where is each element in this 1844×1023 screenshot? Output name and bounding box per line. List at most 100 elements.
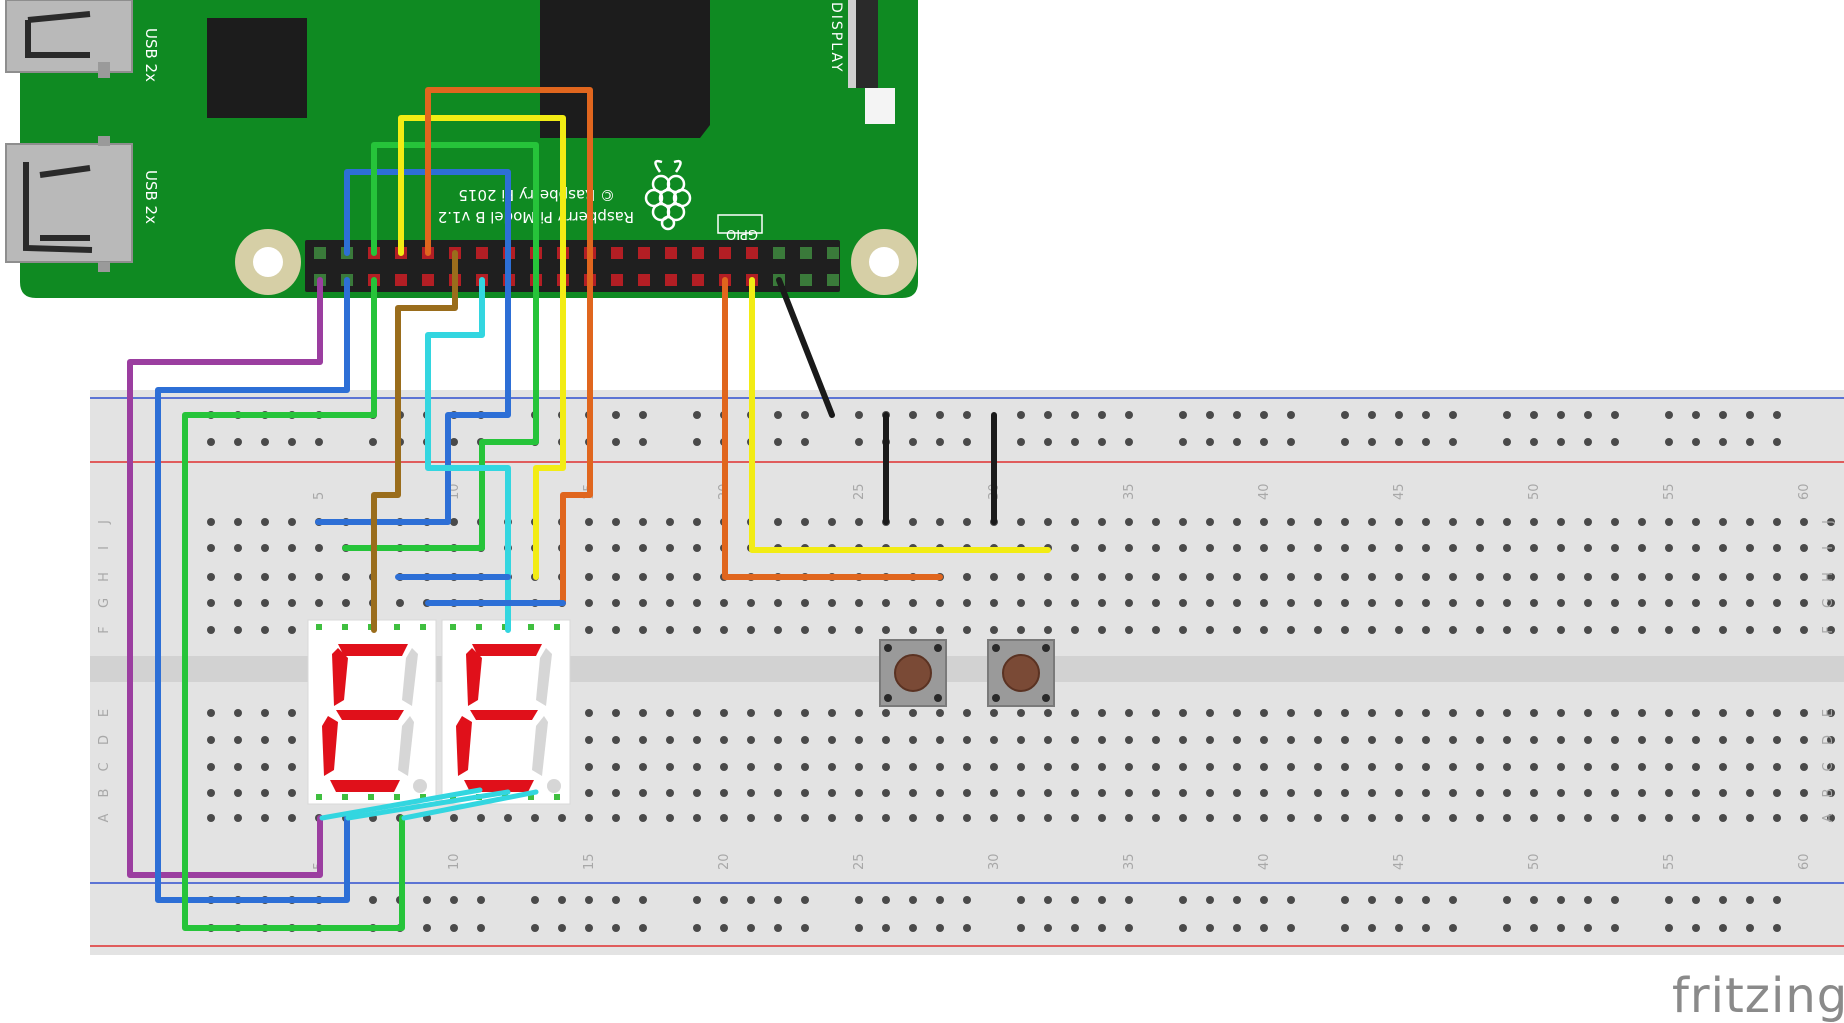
breadboard-hole — [1827, 518, 1835, 526]
breadboard-hole — [963, 709, 971, 717]
breadboard-hole — [936, 789, 944, 797]
push-button-left — [879, 639, 947, 707]
wire-blue-segment-a — [155, 277, 350, 903]
breadboard-hole — [909, 763, 917, 771]
breadboard-hole — [1071, 814, 1079, 822]
breadboard-hole — [990, 573, 998, 581]
segment-e — [456, 716, 472, 776]
breadboard-hole — [747, 763, 755, 771]
breadboard-hole — [612, 789, 620, 797]
breadboard-hole — [234, 599, 242, 607]
breadboard-hole — [234, 789, 242, 797]
breadboard-hole — [1611, 789, 1619, 797]
breadboard-hole — [1449, 814, 1457, 822]
breadboard-hole — [1746, 599, 1754, 607]
breadboard-hole — [1287, 709, 1295, 717]
breadboard-hole — [1206, 789, 1214, 797]
breadboard-hole — [1422, 789, 1430, 797]
breadboard-hole — [1395, 599, 1403, 607]
breadboard-hole — [1611, 814, 1619, 822]
row-letter: F — [97, 626, 112, 633]
breadboard-hole — [1719, 709, 1727, 717]
breadboard-hole — [1476, 709, 1484, 717]
breadboard-hole — [585, 544, 593, 552]
breadboard-hole — [1611, 736, 1619, 744]
breadboard-hole — [1800, 573, 1808, 581]
breadboard-hole — [1503, 544, 1511, 552]
breadboard-hole — [963, 789, 971, 797]
breadboard-hole — [639, 736, 647, 744]
segment-a — [472, 644, 542, 656]
gpio-label: GPIO — [726, 226, 758, 241]
gpio-pin — [800, 274, 812, 286]
breadboard-hole — [1179, 709, 1187, 717]
breadboard-hole — [207, 814, 215, 822]
breadboard-hole — [1179, 763, 1187, 771]
rail-hole — [1503, 438, 1511, 446]
rail-hole — [1179, 411, 1187, 419]
breadboard-hole — [1395, 709, 1403, 717]
breadboard-hole — [1719, 573, 1727, 581]
column-number: 55 — [1662, 483, 1677, 500]
breadboard-hole — [1449, 626, 1457, 634]
breadboard-hole — [612, 626, 620, 634]
rail-hole — [1017, 411, 1025, 419]
rail-hole — [1341, 924, 1349, 932]
rail-hole — [1044, 438, 1052, 446]
breadboard-hole — [477, 814, 485, 822]
rail-hole — [1260, 411, 1268, 419]
breadboard-hole — [1665, 709, 1673, 717]
breadboard-hole — [639, 814, 647, 822]
breadboard-hole — [828, 814, 836, 822]
rail-hole — [1260, 924, 1268, 932]
breadboard-hole — [1449, 544, 1457, 552]
breadboard-hole — [1449, 763, 1457, 771]
breadboard-hole — [693, 626, 701, 634]
breadboard-hole — [801, 709, 809, 717]
breadboard-hole — [1152, 518, 1160, 526]
breadboard-hole — [1665, 814, 1673, 822]
breadboard-hole — [1422, 544, 1430, 552]
breadboard-hole — [909, 789, 917, 797]
breadboard-hole — [1773, 518, 1781, 526]
rail-hole — [1449, 438, 1457, 446]
breadboard-hole — [1611, 573, 1619, 581]
rail-hole — [855, 438, 863, 446]
breadboard-hole — [1368, 599, 1376, 607]
breadboard-hole — [1260, 544, 1268, 552]
breadboard-hole — [1287, 763, 1295, 771]
segment-g — [470, 710, 538, 720]
breadboard-hole — [1800, 626, 1808, 634]
breadboard-hole — [747, 814, 755, 822]
breadboard-hole — [1314, 814, 1322, 822]
breadboard-hole — [1233, 789, 1241, 797]
breadboard-hole — [801, 763, 809, 771]
breadboard-hole — [1395, 814, 1403, 822]
rail-hole — [1719, 896, 1727, 904]
breadboard-hole — [612, 814, 620, 822]
breadboard-hole — [720, 626, 728, 634]
breadboard-hole — [1341, 709, 1349, 717]
rail-hole — [693, 924, 701, 932]
rail-hole — [585, 924, 593, 932]
breadboard-hole — [720, 599, 728, 607]
display-pin — [420, 794, 426, 800]
rail-hole — [774, 924, 782, 932]
breadboard-hole — [261, 709, 269, 717]
breadboard-hole — [450, 814, 458, 822]
breadboard-hole — [1179, 599, 1187, 607]
breadboard-hole — [315, 599, 323, 607]
breadboard-hole — [1098, 709, 1106, 717]
wire-cyan-segment-f — [425, 277, 511, 633]
breadboard-hole — [315, 544, 323, 552]
breadboard-hole — [774, 518, 782, 526]
breadboard-hole — [1422, 736, 1430, 744]
breadboard-hole — [234, 573, 242, 581]
breadboard-hole — [1044, 573, 1052, 581]
breadboard-hole — [1206, 518, 1214, 526]
breadboard-hole — [1638, 518, 1646, 526]
breadboard-hole — [1746, 709, 1754, 717]
column-number: 25 — [852, 853, 867, 870]
breadboard-hole — [1422, 763, 1430, 771]
column-number: 30 — [987, 853, 1002, 870]
